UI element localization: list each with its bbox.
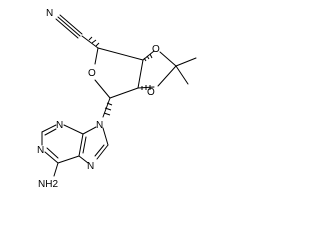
atom-label-dioxolane-o-bottom: O bbox=[147, 87, 155, 98]
molecule-drawing: N O O O N N N N NH2 bbox=[37, 8, 197, 190]
atom-labels: N O O O N N N N NH2 bbox=[37, 8, 160, 190]
atom-label-nh2: NH2 bbox=[38, 179, 58, 190]
atom-label-nitrile-n: N bbox=[46, 8, 53, 19]
atom-label-ring-o: O bbox=[88, 68, 96, 79]
atom-label-dioxolane-o-top: O bbox=[152, 44, 160, 55]
stereo-hash-bonds bbox=[88, 36, 153, 116]
bond-lines bbox=[41, 14, 197, 177]
atom-label-n7: N bbox=[87, 161, 94, 172]
atom-label-n3: N bbox=[56, 120, 63, 131]
atom-label-n1: N bbox=[37, 145, 44, 156]
atom-label-n9: N bbox=[96, 120, 103, 131]
